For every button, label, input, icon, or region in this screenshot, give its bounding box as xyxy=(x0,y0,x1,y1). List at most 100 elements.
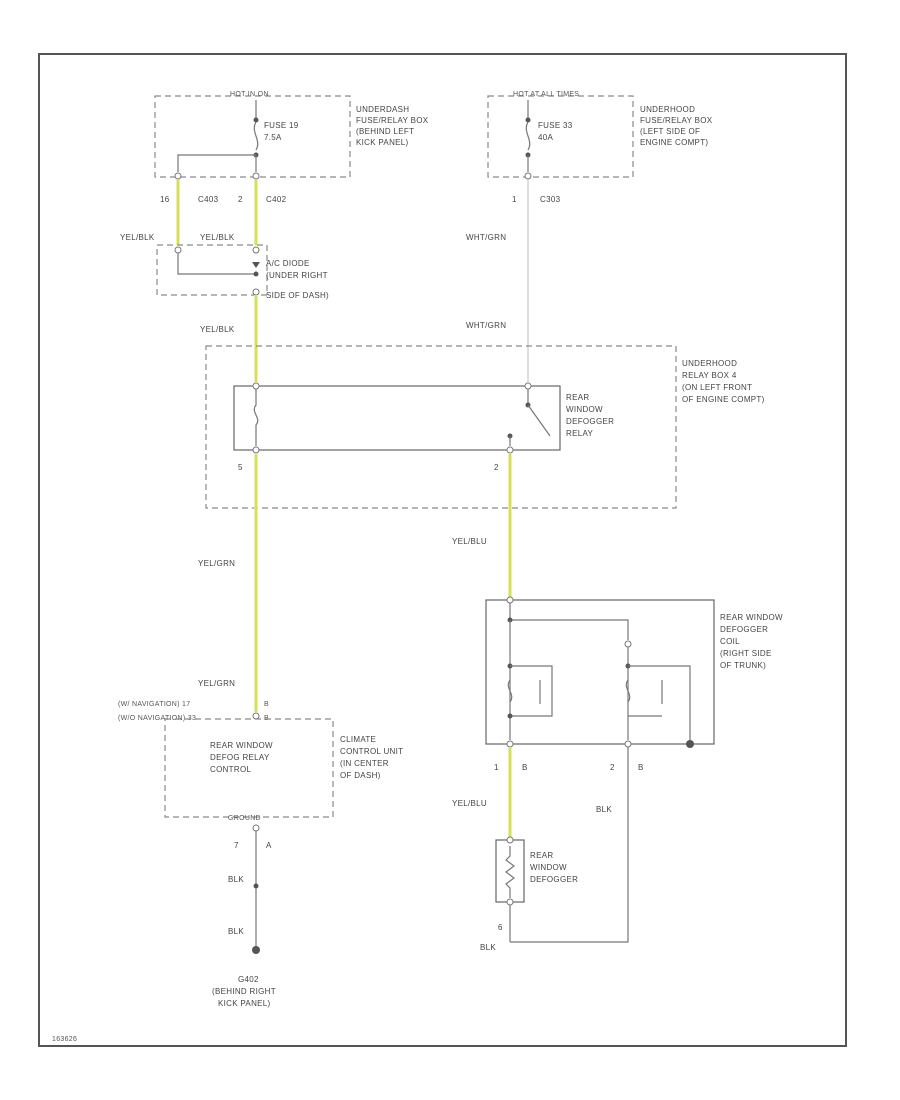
fuse-box-1-desc-4: KICK PANEL) xyxy=(356,138,409,147)
fuse-33-rating: 40A xyxy=(538,133,553,142)
relay-coil-symbol xyxy=(253,389,259,446)
wht-grn-label-1: WHT/GRN xyxy=(466,233,506,242)
relay-pin-2-number: 2 xyxy=(494,463,499,472)
defogger-input-pin xyxy=(506,836,514,844)
blk-label-1: BLK xyxy=(228,875,244,884)
fuse-box-2-desc-2: FUSE/RELAY BOX xyxy=(640,116,713,125)
underhood-fuse-box-outline xyxy=(487,95,634,178)
fuse-19-symbol xyxy=(253,121,259,151)
defogger-relay-body xyxy=(233,385,561,451)
climate-no-nav-line: (W/O NAVIGATION) 33 xyxy=(118,715,196,722)
fuse-box-1-desc-2: FUSE/RELAY BOX xyxy=(356,116,429,125)
climate-ground-label: GROUND xyxy=(228,815,261,822)
coil-pin-1-letter: B xyxy=(522,763,528,772)
defogger-heating-element xyxy=(505,846,515,898)
defogger-coil-box xyxy=(485,599,715,745)
yel-blu-label-1: YEL/BLU xyxy=(452,537,487,546)
c402-pin-number: 2 xyxy=(238,195,243,204)
climate-control-3: CONTROL xyxy=(210,765,251,774)
blk-label-3: BLK xyxy=(596,805,612,814)
defogger-coil-input-pin xyxy=(506,596,514,604)
fuse-33-symbol xyxy=(525,121,531,151)
ground-point-g402 xyxy=(252,946,260,954)
ac-diode-pin-right-top xyxy=(252,246,260,254)
yel-blk-label-2: YEL/BLK xyxy=(200,233,235,242)
climate-ground-pin xyxy=(252,824,260,832)
relay-box-desc-3: (ON LEFT FRONT xyxy=(682,383,752,392)
coil-pin-1 xyxy=(506,740,514,748)
fuse-box-2-desc-4: ENGINE COMPT) xyxy=(640,138,708,147)
c403-pin-number: 16 xyxy=(160,195,170,204)
c303-label: C303 xyxy=(540,195,561,204)
defogger-label-1: REAR xyxy=(530,851,553,860)
ac-diode-junction xyxy=(253,271,259,277)
relay-coil-pin-top xyxy=(252,382,260,390)
relay-box-desc-1: UNDERHOOD xyxy=(682,359,737,368)
ac-diode-internal-wire xyxy=(177,253,256,275)
diagram-frame xyxy=(38,53,847,1047)
fuse-33-label: FUSE 33 xyxy=(538,121,573,130)
ground-desc-3: KICK PANEL) xyxy=(218,999,271,1008)
coil-pin-2-number: 2 xyxy=(610,763,615,772)
coil-desc-3: COIL xyxy=(720,637,740,646)
relay-label-4: RELAY xyxy=(566,429,594,438)
fuse-box-2-header: HOT AT ALL TIMES xyxy=(513,91,579,98)
relay-label-1: REAR xyxy=(566,393,589,402)
climate-desc-4: OF DASH) xyxy=(340,771,381,780)
fuse-box-2-desc-1: UNDERHOOD xyxy=(640,105,695,114)
fuse-box-1-desc-1: UNDERDASH xyxy=(356,105,409,114)
coil-right-loop xyxy=(628,665,691,744)
underdash-fuse-box-outline xyxy=(154,95,351,178)
coil-desc-4: (RIGHT SIDE xyxy=(720,649,772,658)
coil-pin-2-letter: B xyxy=(638,763,644,772)
coil-pin-1-number: 1 xyxy=(494,763,499,772)
c403-label: C403 xyxy=(198,195,219,204)
blk-splice xyxy=(253,883,259,889)
climate-desc-3: (IN CENTER xyxy=(340,759,389,768)
climate-nav-line: (W/ NAVIGATION) 17 xyxy=(118,701,190,708)
c303-pin xyxy=(524,172,532,180)
relay-label-2: WINDOW xyxy=(566,405,603,414)
coil-pin-2 xyxy=(624,740,632,748)
ac-diode-desc-3: SIDE OF DASH) xyxy=(266,291,329,300)
climate-desc-2: CONTROL UNIT xyxy=(340,747,403,756)
fuse-19-label: FUSE 19 xyxy=(264,121,299,130)
coil-desc-2: DEFOGGER xyxy=(720,625,768,634)
relay-box-desc-2: RELAY BOX 4 xyxy=(682,371,737,380)
ground-desc-2: (BEHIND RIGHT xyxy=(212,987,276,996)
yel-grn-label-2: YEL/GRN xyxy=(198,679,235,688)
wht-grn-label-2: WHT/GRN xyxy=(466,321,506,330)
defogger-pin-number: 6 xyxy=(498,923,503,932)
coil-desc-1: REAR WINDOW xyxy=(720,613,783,622)
coil-left-junction-bottom xyxy=(507,713,513,719)
fuse-box-1-header: HOT IN ON xyxy=(230,91,269,98)
relay-pin-2 xyxy=(506,446,514,454)
yel-grn-label-1: YEL/GRN xyxy=(198,559,235,568)
ac-diode-pin-right-bottom xyxy=(252,288,260,296)
ac-diode-pin-left xyxy=(174,246,182,254)
blk-label-2: BLK xyxy=(228,927,244,936)
climate-desc-1: CLIMATE xyxy=(340,735,376,744)
diode-symbol xyxy=(252,262,260,268)
relay-pin-5-number: 5 xyxy=(238,463,243,472)
coil-left-winding-loop xyxy=(510,665,553,717)
relay-switch-arm xyxy=(527,404,551,437)
defogger-label-3: DEFOGGER xyxy=(530,875,578,884)
climate-control-1: REAR WINDOW xyxy=(210,741,273,750)
climate-nav-pin: B xyxy=(264,701,269,708)
climate-ground-pin-number: 7 xyxy=(234,841,239,850)
c403-pin xyxy=(174,172,182,180)
coil-right-terminal xyxy=(624,640,632,648)
yel-blk-label-3: YEL/BLK xyxy=(200,325,235,334)
coil-desc-5: OF TRUNK) xyxy=(720,661,766,670)
c402-label: C402 xyxy=(266,195,287,204)
figure-id: 163626 xyxy=(52,1036,77,1043)
relay-box-desc-4: OF ENGINE COMPT) xyxy=(682,395,765,404)
fuse-box-2-desc-3: (LEFT SIDE OF xyxy=(640,127,700,136)
c303-pin-number: 1 xyxy=(512,195,517,204)
ac-diode-desc-1: A/C DIODE xyxy=(266,259,310,268)
climate-unit-input-pin xyxy=(252,712,260,720)
fuse-box-1-desc-3: (BEHIND LEFT xyxy=(356,127,414,136)
